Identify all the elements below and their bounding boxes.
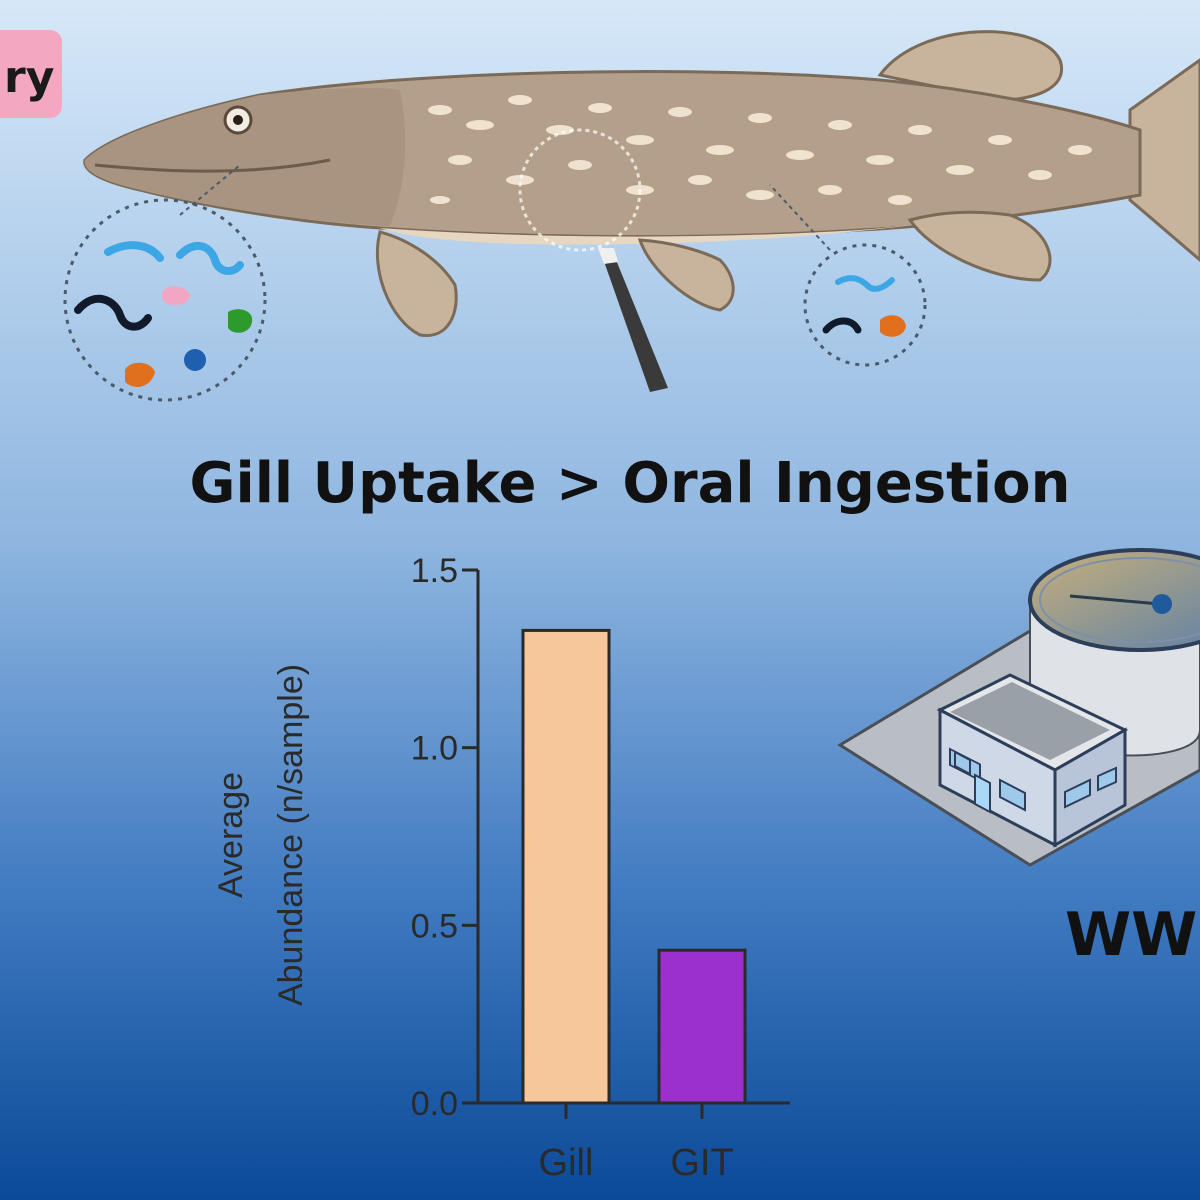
blue-fiber bbox=[835, 275, 895, 292]
x-tick-label: GIT bbox=[670, 1142, 733, 1184]
pink-fragment bbox=[162, 286, 190, 305]
pelvic-fin bbox=[637, 238, 735, 312]
corner-tag-label: ry bbox=[4, 52, 54, 103]
anal-fin bbox=[907, 210, 1052, 282]
blue-fiber bbox=[176, 242, 244, 275]
black-fiber bbox=[822, 317, 862, 334]
bar-git bbox=[657, 948, 747, 1105]
wastewater-plant-illustration bbox=[837, 548, 1200, 867]
blue-fiber bbox=[104, 241, 164, 262]
corner-tag: ry bbox=[0, 30, 62, 118]
git-particles-inset bbox=[769, 184, 927, 367]
gill-particles-inset bbox=[63, 164, 267, 402]
y-tick-label: 0.0 bbox=[411, 1085, 458, 1123]
y-tick-label: 1.5 bbox=[411, 552, 458, 590]
headline: Gill Uptake > Oral Ingestion bbox=[190, 451, 1071, 516]
green-fragment bbox=[228, 309, 253, 333]
fish-spots bbox=[428, 95, 1092, 205]
pectoral-fin bbox=[375, 230, 458, 337]
site-label: WW bbox=[1065, 900, 1197, 970]
y-tick-label: 0.5 bbox=[411, 907, 458, 945]
y-axis-label-line2: Abundance (n/sample) bbox=[272, 664, 310, 1006]
y-tick-label: 1.0 bbox=[411, 730, 458, 768]
dorsal-fin bbox=[877, 30, 1064, 102]
y-ticks: 0.0 0.5 1.0 1.5 bbox=[411, 552, 478, 1123]
x-tick-label: Gill bbox=[539, 1142, 594, 1184]
fish-head bbox=[84, 87, 406, 226]
dissection-probe bbox=[518, 128, 668, 392]
fish-belly bbox=[380, 218, 960, 245]
bar-chart: 0.0 0.5 1.0 1.5 Gill GIT Average Abundance (… bbox=[212, 552, 790, 1184]
orange-fragment bbox=[880, 315, 906, 337]
x-ticks: Gill GIT bbox=[539, 1103, 734, 1184]
y-axis-label-line1: Average bbox=[212, 772, 250, 898]
orange-fragment bbox=[125, 362, 155, 387]
bar-gill bbox=[521, 628, 611, 1105]
blue-bead bbox=[184, 349, 206, 371]
black-fiber bbox=[74, 294, 152, 331]
pike-fish-illustration bbox=[83, 30, 1200, 337]
